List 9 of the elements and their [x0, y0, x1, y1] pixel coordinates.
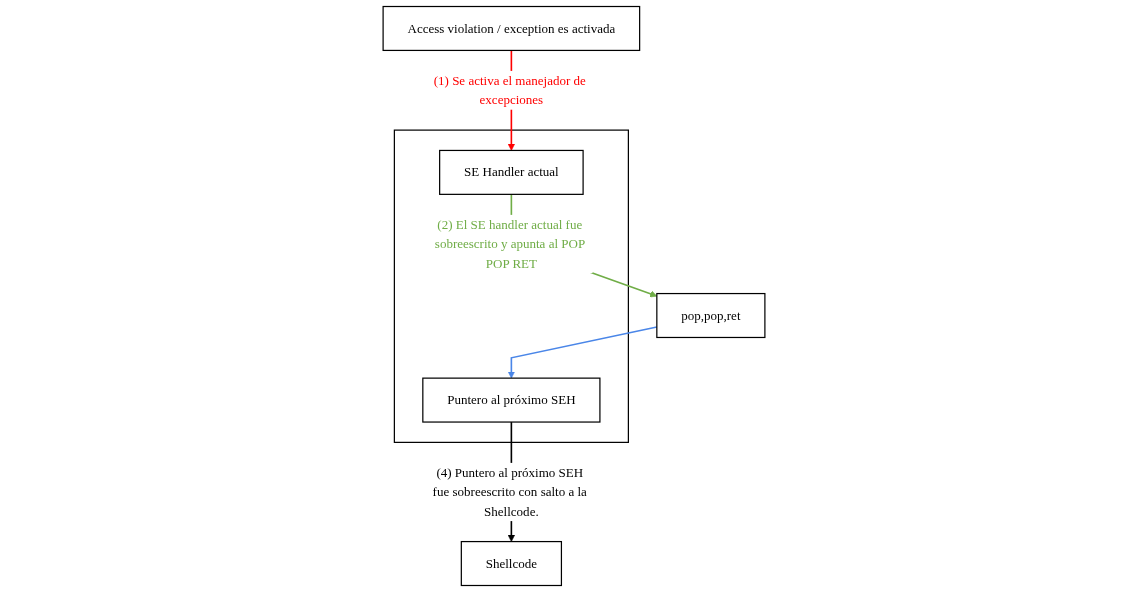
node-box: Access violation / exception es activada	[382, 5, 641, 52]
edge-label: (4) Puntero al próximo SEH fue sobreescrito con salto a la Shellcode.	[432, 465, 587, 518]
edge-label: (1) Se activa el manejador de excepciones	[433, 73, 586, 107]
edge-label: (2) El SE handler actual fue sobreescrito y apunta al POP POP RET	[434, 217, 585, 270]
node-box: pop,pop,ret	[656, 292, 766, 339]
cluster	[393, 129, 629, 443]
node-box: Puntero al próximo SEH	[422, 377, 601, 423]
node-box: SE Handler actual	[439, 149, 584, 195]
node-box: Shellcode	[460, 540, 563, 587]
